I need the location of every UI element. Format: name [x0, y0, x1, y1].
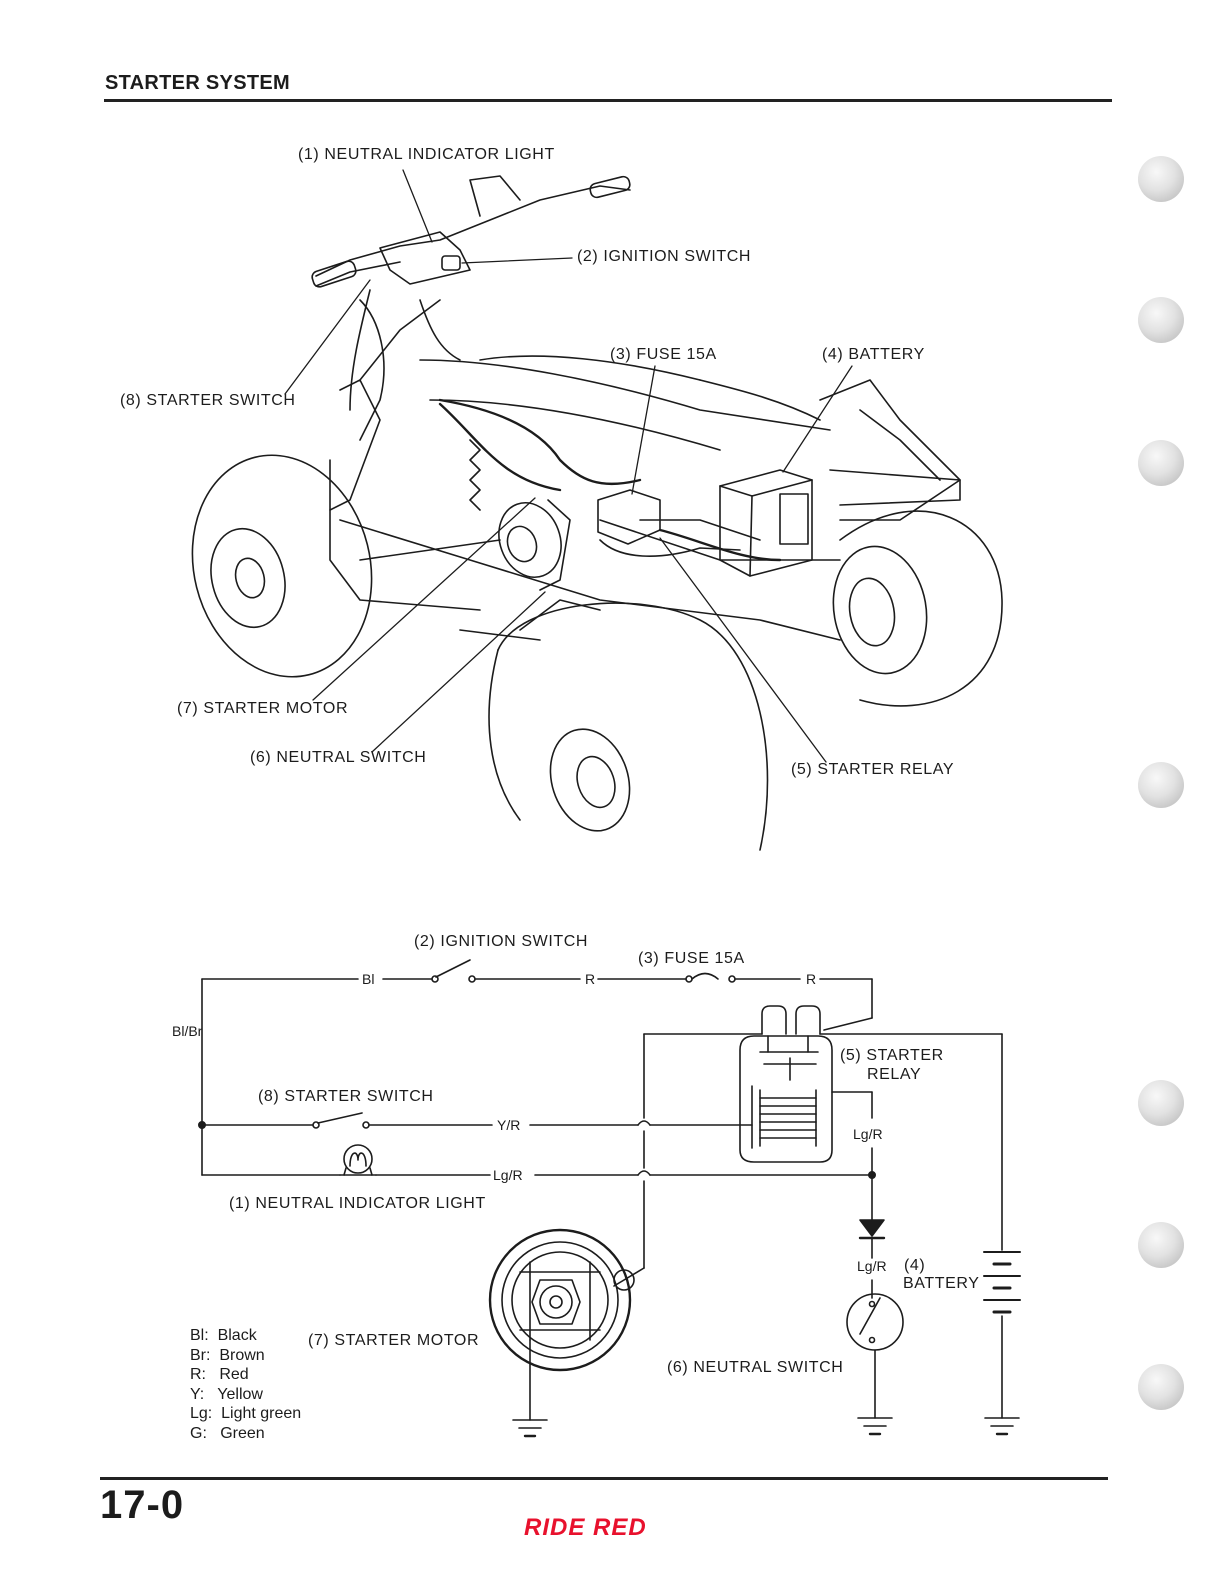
illus-label-ignition-switch: (2) IGNITION SWITCH	[577, 248, 752, 265]
rear-rack	[819, 379, 961, 521]
legend-item: R: Red	[190, 1366, 249, 1383]
binder-tab-3	[1138, 440, 1184, 486]
motor-wire-d	[613, 1267, 645, 1287]
starter-switch-row	[201, 1112, 753, 1129]
neutral-switch-symbol	[846, 1293, 904, 1436]
legend-item: Y: Yellow	[190, 1385, 263, 1403]
shock-spring	[469, 439, 481, 511]
body-lines	[349, 289, 821, 421]
legend-item: Bl: Black	[190, 1327, 257, 1344]
wire-label-bl: Bl	[362, 971, 375, 987]
legend-item: Lg: Light green	[190, 1405, 302, 1422]
page-title: STARTER SYSTEM	[105, 72, 290, 94]
illus-label-neutral-switch: (6) NEUTRAL SWITCH	[250, 749, 427, 766]
wire-label-lg-r-diode: Lg/R	[857, 1258, 887, 1274]
indicator-row	[201, 1144, 876, 1180]
binder-tab-2	[1138, 297, 1184, 343]
starter-motor-symbol	[488, 1228, 635, 1438]
legend-item: Br: Brown	[190, 1346, 265, 1364]
illus-label-starter-relay: (5) STARTER RELAY	[791, 761, 955, 778]
battery-symbol	[983, 1251, 1021, 1436]
sch-label-starter-switch: (8) STARTER SWITCH	[258, 1088, 434, 1105]
wire-label-lg-r-relay: Lg/R	[853, 1126, 883, 1142]
wire-label-y-r: Y/R	[497, 1117, 521, 1133]
sch-label-neutral-indicator-light: (1) NEUTRAL INDICATOR LIGHT	[229, 1195, 486, 1212]
wire-label-lg-r-indicator: Lg/R	[493, 1167, 523, 1183]
illus-label-battery: (4) BATTERY	[822, 346, 925, 363]
header-rule	[104, 99, 1112, 102]
sch-label-starter-relay-2: RELAY	[867, 1066, 922, 1083]
leader-lines	[284, 169, 853, 763]
front-arm	[329, 379, 381, 511]
sch-label-battery-num: (4)	[904, 1257, 926, 1274]
legend-item: G: Green	[190, 1424, 265, 1442]
wire-label-r2: R	[806, 971, 817, 987]
left-front-wheel	[191, 454, 373, 678]
footer-rule	[100, 1477, 1108, 1480]
sch-label-ignition-switch: (2) IGNITION SWITCH	[414, 933, 589, 950]
wire-label-r1: R	[585, 971, 596, 987]
sch-label-fuse: (3) FUSE 15A	[638, 950, 745, 967]
wire-label-bl-br: Bl/Br	[172, 1023, 203, 1039]
ignition-switch-contact	[435, 959, 471, 978]
indicator-lamp	[343, 1144, 373, 1174]
starter-switch-contact	[317, 1112, 363, 1124]
handlebar	[311, 175, 631, 288]
starter-relay-symbol	[739, 1005, 833, 1163]
binder-tab-4	[1138, 762, 1184, 808]
front-right-wheel	[488, 602, 769, 851]
binder-tab-6	[1138, 1222, 1184, 1268]
sch-label-battery-name: BATTERY	[903, 1275, 980, 1292]
fuse-symbol	[691, 972, 719, 980]
sch-label-starter-motor: (7) STARTER MOTOR	[308, 1332, 480, 1349]
starter-motor-drawing	[498, 499, 571, 591]
diode-symbol	[858, 1219, 886, 1259]
wiring-harness	[438, 398, 782, 562]
brand-watermark: RIDE RED	[524, 1514, 647, 1541]
illus-label-fuse: (3) FUSE 15A	[610, 346, 717, 363]
battery-drawing	[719, 469, 813, 577]
sch-label-neutral-switch: (6) NEUTRAL SWITCH	[667, 1359, 844, 1376]
illus-label-neutral-indicator-light: (1) NEUTRAL INDICATOR LIGHT	[298, 146, 555, 163]
page-number: 17-0	[100, 1483, 185, 1527]
top-wire	[201, 959, 873, 1031]
binder-tab-5	[1138, 1080, 1184, 1126]
rear-right-wheel	[832, 510, 1003, 707]
illus-label-starter-switch: (8) STARTER SWITCH	[120, 392, 296, 409]
sch-label-starter-relay-1: (5) STARTER	[840, 1047, 944, 1064]
illus-label-starter-motor: (7) STARTER MOTOR	[177, 700, 349, 717]
binder-tab-7	[1138, 1364, 1184, 1410]
color-legend: Bl: Black Br: Brown R: Red Y: Yellow Lg:…	[190, 1326, 301, 1443]
binder-tab-1	[1138, 156, 1184, 202]
